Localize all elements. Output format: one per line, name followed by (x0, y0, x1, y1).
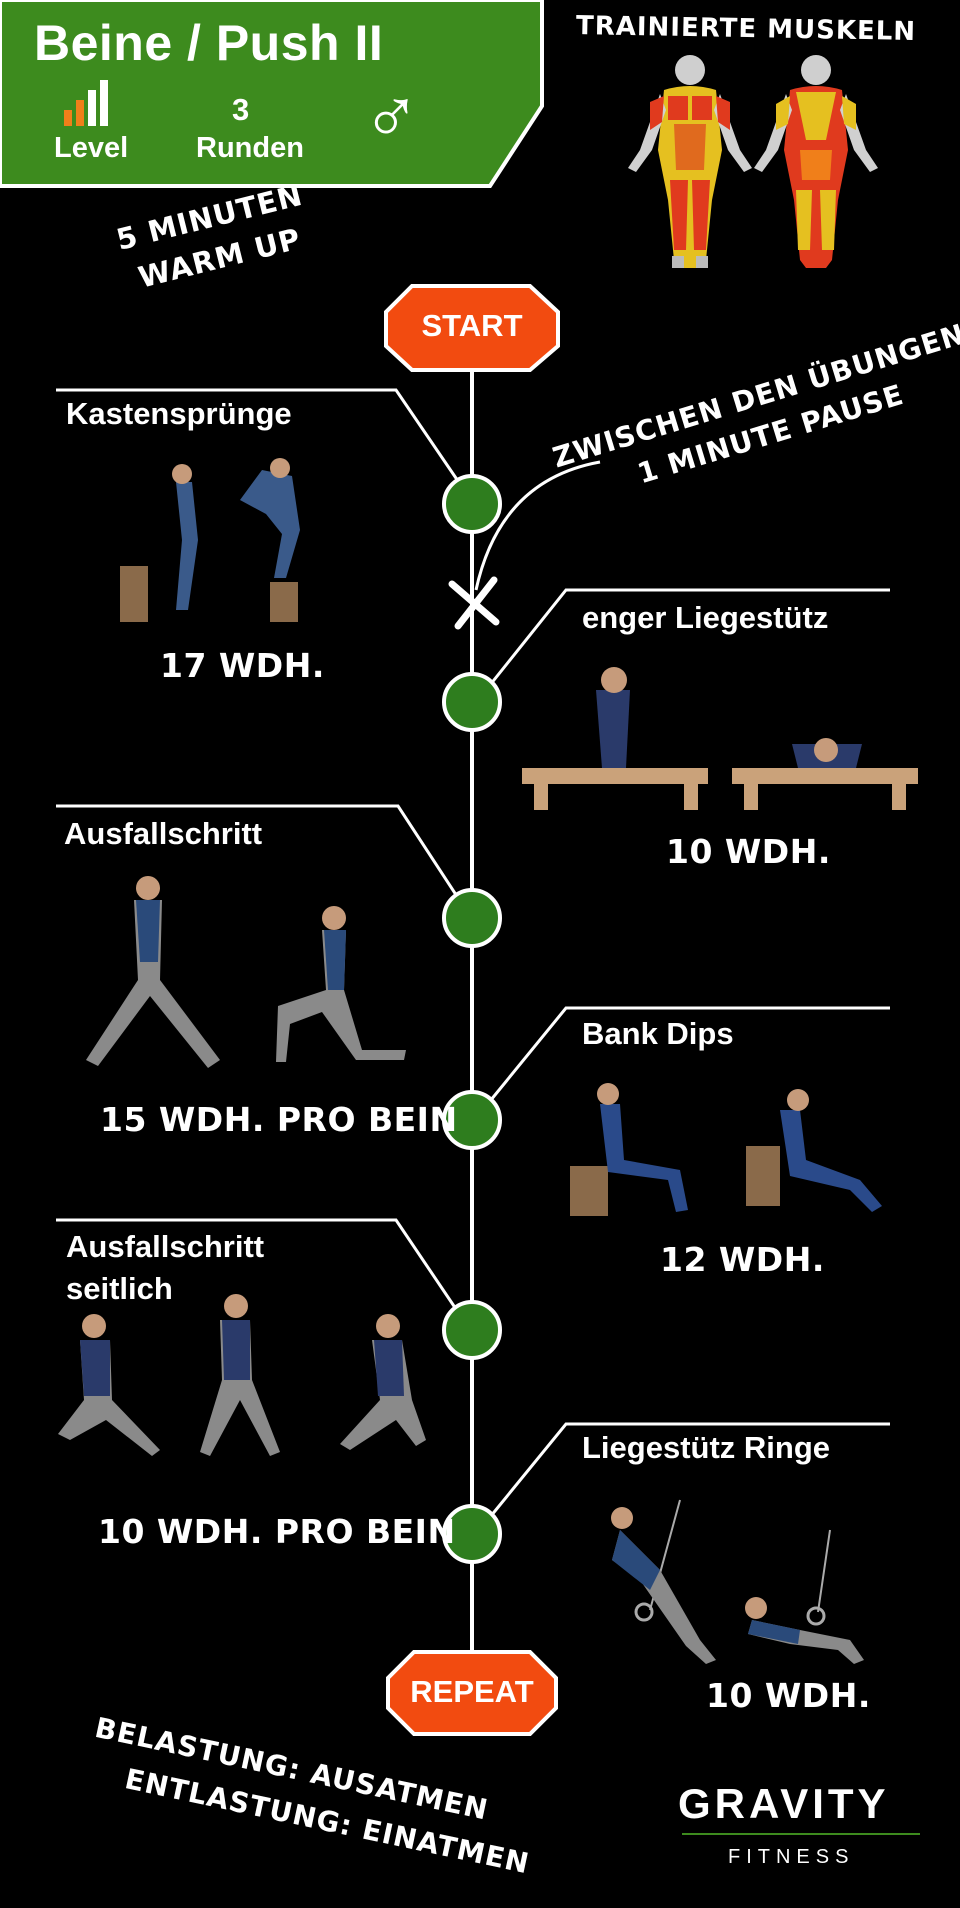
pause-x-mark (448, 576, 500, 630)
header-panel (0, 0, 544, 188)
exercise-reps: 15 WDH. PRO BEIN (100, 1100, 458, 1139)
connector-left-1 (56, 388, 462, 485)
signal-bars-icon (64, 80, 108, 126)
lunge-illustration (86, 876, 406, 1068)
back-body-figure (754, 55, 878, 268)
exercise-name: Ausfallschritt seitlich (66, 1226, 264, 1310)
connector-left-3 (56, 1218, 464, 1319)
start-octagon (384, 284, 560, 372)
gravity-logo: GRAVITY (678, 1780, 890, 1827)
workout-title: Beine / Push II (34, 15, 384, 71)
repeat-label: REPEAT (410, 1674, 534, 1709)
connector-right-2 (484, 1006, 890, 1107)
rounds-value: 3 (232, 92, 250, 127)
exercise-name: Ausfallschritt (64, 816, 263, 851)
side-lunge-illustration (58, 1294, 426, 1456)
level-label: Level (54, 132, 129, 164)
exercise-name-line2: seitlich (66, 1271, 173, 1306)
ring-pushup-illustration (611, 1499, 864, 1664)
box-jump-illustration (120, 458, 300, 622)
connector-right-3 (484, 1422, 890, 1523)
exercise-reps: 10 WDH. PRO BEIN (98, 1512, 456, 1551)
start-label: START (421, 308, 523, 343)
male-gender-icon: ♂ (362, 69, 421, 157)
fitness-logo-sub: FITNESS (728, 1846, 855, 1868)
timeline-node (442, 1090, 502, 1150)
narrow-pushup-illustration (522, 667, 918, 810)
repeat-octagon (386, 1650, 558, 1736)
connector-right-1 (484, 588, 890, 691)
front-body-figure (628, 55, 752, 268)
connector-left-2 (56, 804, 464, 905)
exercise-name: Bank Dips (582, 1016, 734, 1051)
rounds-label: Runden (196, 132, 304, 164)
pause-arrow (474, 460, 601, 591)
exercise-name-line1: Ausfallschritt (66, 1229, 265, 1264)
exercise-reps: 10 WDH. (706, 1676, 871, 1715)
exercise-name: enger Liegestütz (582, 600, 829, 635)
timeline-node (442, 672, 502, 732)
timeline-node (442, 474, 502, 534)
exercise-reps: 17 WDH. (160, 646, 325, 685)
trained-muscles-title: TRAINIERTE MUSKELN (575, 11, 917, 47)
timeline-node (442, 888, 502, 948)
bench-dips-illustration (570, 1083, 882, 1216)
exercise-reps: 12 WDH. (660, 1240, 825, 1279)
timeline-node (442, 1504, 502, 1564)
exercise-name: Liegestütz Ringe (582, 1430, 831, 1465)
exercise-name: Kastensprünge (66, 396, 292, 431)
exercise-reps: 10 WDH. (666, 832, 831, 871)
timeline-node (442, 1300, 502, 1360)
